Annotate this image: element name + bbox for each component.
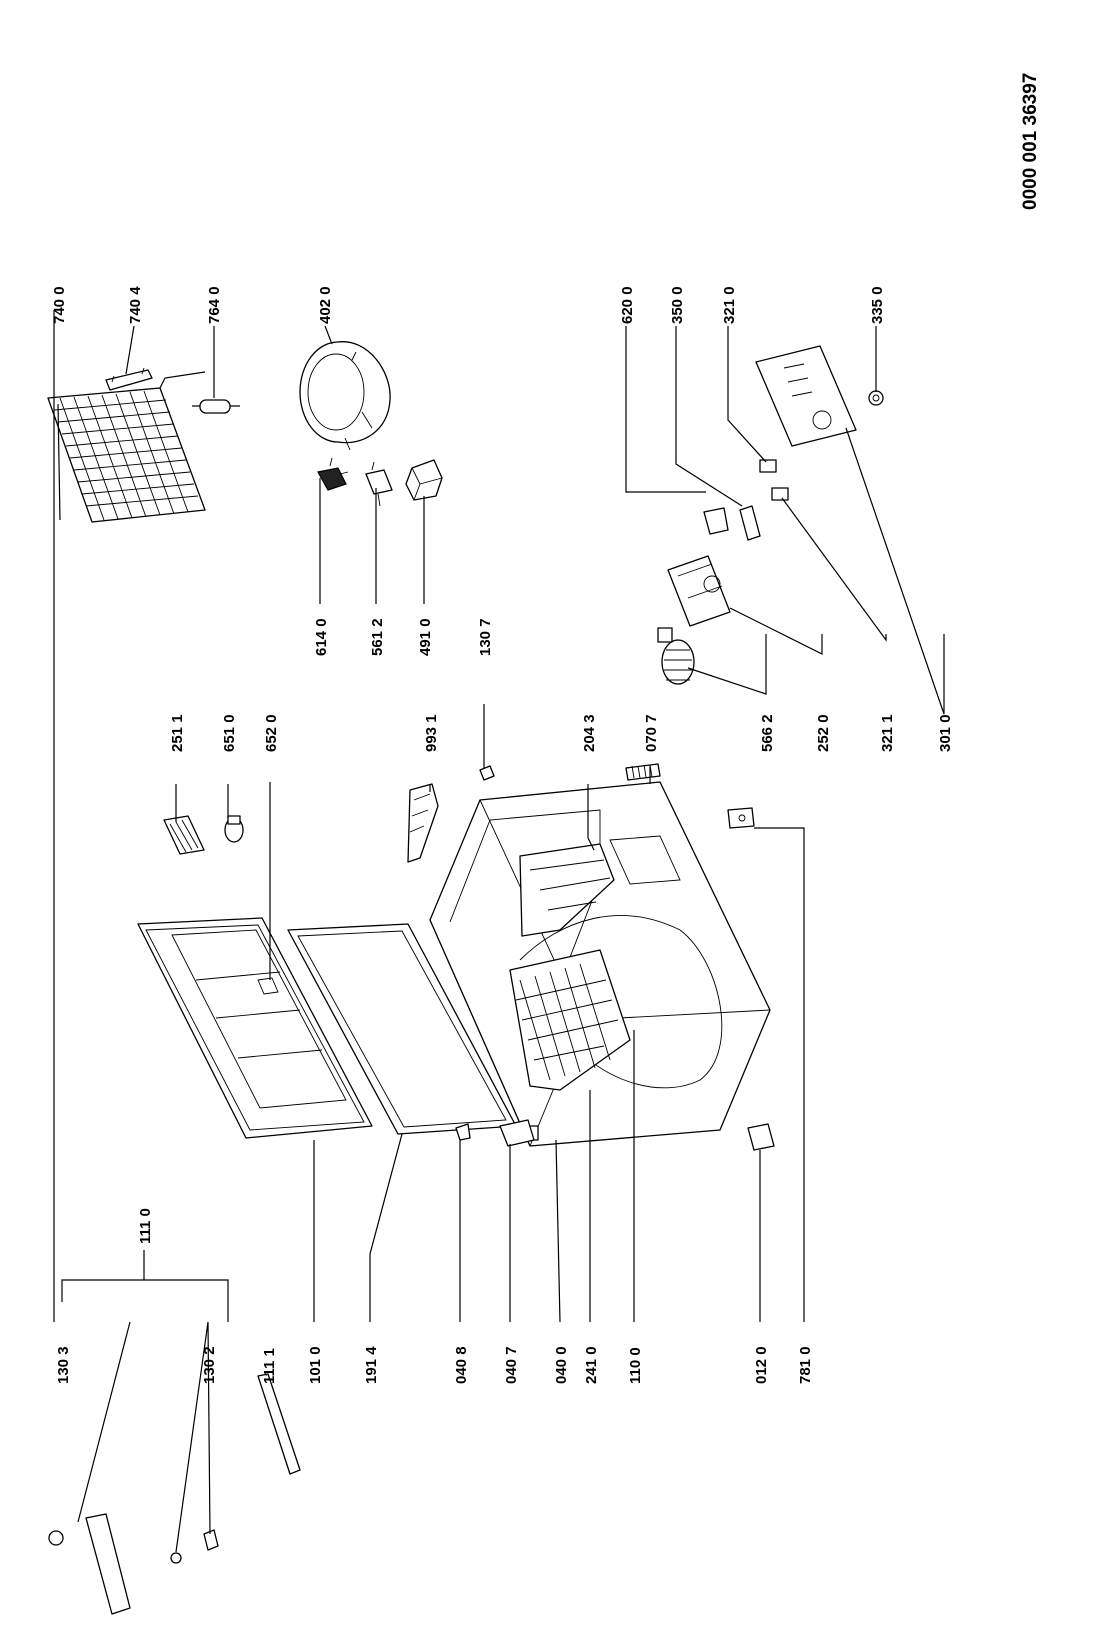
label-012-0: 012 0 xyxy=(753,1346,770,1384)
label-251-1: 251 1 xyxy=(169,714,186,752)
hinge-993-1 xyxy=(407,783,439,863)
light-321-0 xyxy=(759,459,777,473)
label-402-0: 402 0 xyxy=(317,286,334,324)
panel-301-0 xyxy=(755,345,857,447)
label-781-0: 781 0 xyxy=(797,1346,814,1384)
label-040-0: 040 0 xyxy=(553,1346,570,1384)
label-350-0: 350 0 xyxy=(669,286,686,324)
relay-614-0 xyxy=(317,457,349,491)
strip-111-1 xyxy=(257,1373,301,1475)
light-321-1 xyxy=(771,487,789,501)
label-764-0: 764 0 xyxy=(206,286,223,324)
label-651-0: 651 0 xyxy=(221,714,238,752)
part-labels: 740 0 740 4 764 0 402 0 620 0 350 0 321 … xyxy=(51,286,954,1384)
document-id: 0000 001 36397 xyxy=(1020,73,1041,210)
label-652-0: 652 0 xyxy=(263,714,280,752)
label-130-7: 130 7 xyxy=(477,618,494,656)
bracket-740-4 xyxy=(105,367,153,391)
condenser-coil-740-0 xyxy=(47,371,206,523)
label-335-0: 335 0 xyxy=(869,286,886,324)
lamp-cover-251-1 xyxy=(163,815,205,855)
label-241-0: 241 0 xyxy=(583,1346,600,1384)
lid-101-0 xyxy=(137,917,373,1139)
label-110-0: 110 0 xyxy=(627,1347,644,1384)
basket-241-0 xyxy=(509,949,631,1091)
heater-566-2 xyxy=(657,627,695,685)
part-040-7 xyxy=(499,1119,535,1147)
label-491-0: 491 0 xyxy=(417,618,434,656)
label-252-0: 252 0 xyxy=(815,714,832,752)
label-321-1: 321 1 xyxy=(879,714,896,752)
clip-130-7 xyxy=(479,765,495,781)
lamp-651-0 xyxy=(224,815,244,843)
part-130-2 xyxy=(170,1529,219,1564)
label-561-2: 561 2 xyxy=(369,618,386,656)
foot-012-0 xyxy=(747,1123,775,1151)
part-040-8 xyxy=(455,1123,471,1141)
label-740-0: 740 0 xyxy=(51,286,68,324)
label-070-7: 070 7 xyxy=(643,714,660,752)
thermostat-252-0 xyxy=(667,555,731,627)
leader-lines xyxy=(53,310,945,1553)
knob-335-0 xyxy=(868,390,884,406)
label-130-2: 130 2 xyxy=(201,1346,218,1384)
label-101-0: 101 0 xyxy=(307,1346,324,1384)
filter-drier-764-0 xyxy=(192,399,240,414)
handle-130-3 xyxy=(48,1513,131,1615)
label-620-0: 620 0 xyxy=(619,286,636,324)
socket-620-0 xyxy=(703,507,729,535)
label-204-3: 204 3 xyxy=(581,714,598,752)
label-993-1: 993 1 xyxy=(423,714,440,752)
label-040-8: 040 8 xyxy=(453,1346,470,1384)
basket-204-3 xyxy=(519,843,615,937)
label-191-4: 191 4 xyxy=(363,1346,380,1384)
hinge-781-0 xyxy=(727,807,755,829)
label-740-4: 740 4 xyxy=(127,286,144,324)
label-040-7: 040 7 xyxy=(503,1346,520,1384)
cover-491-0 xyxy=(405,459,443,501)
label-321-0: 321 0 xyxy=(721,286,738,324)
label-614-0: 614 0 xyxy=(313,618,330,656)
label-111-0: 111 0 xyxy=(137,1208,154,1244)
grille-070-7 xyxy=(625,763,661,781)
label-301-0: 301 0 xyxy=(937,714,954,752)
protector-561-2 xyxy=(365,461,393,507)
indicator-350-0 xyxy=(739,505,761,541)
compressor-402-0 xyxy=(299,341,391,451)
label-566-2: 566 2 xyxy=(759,714,776,752)
label-111-1: 111 1 xyxy=(261,1348,278,1384)
label-130-3: 130 3 xyxy=(55,1346,72,1384)
